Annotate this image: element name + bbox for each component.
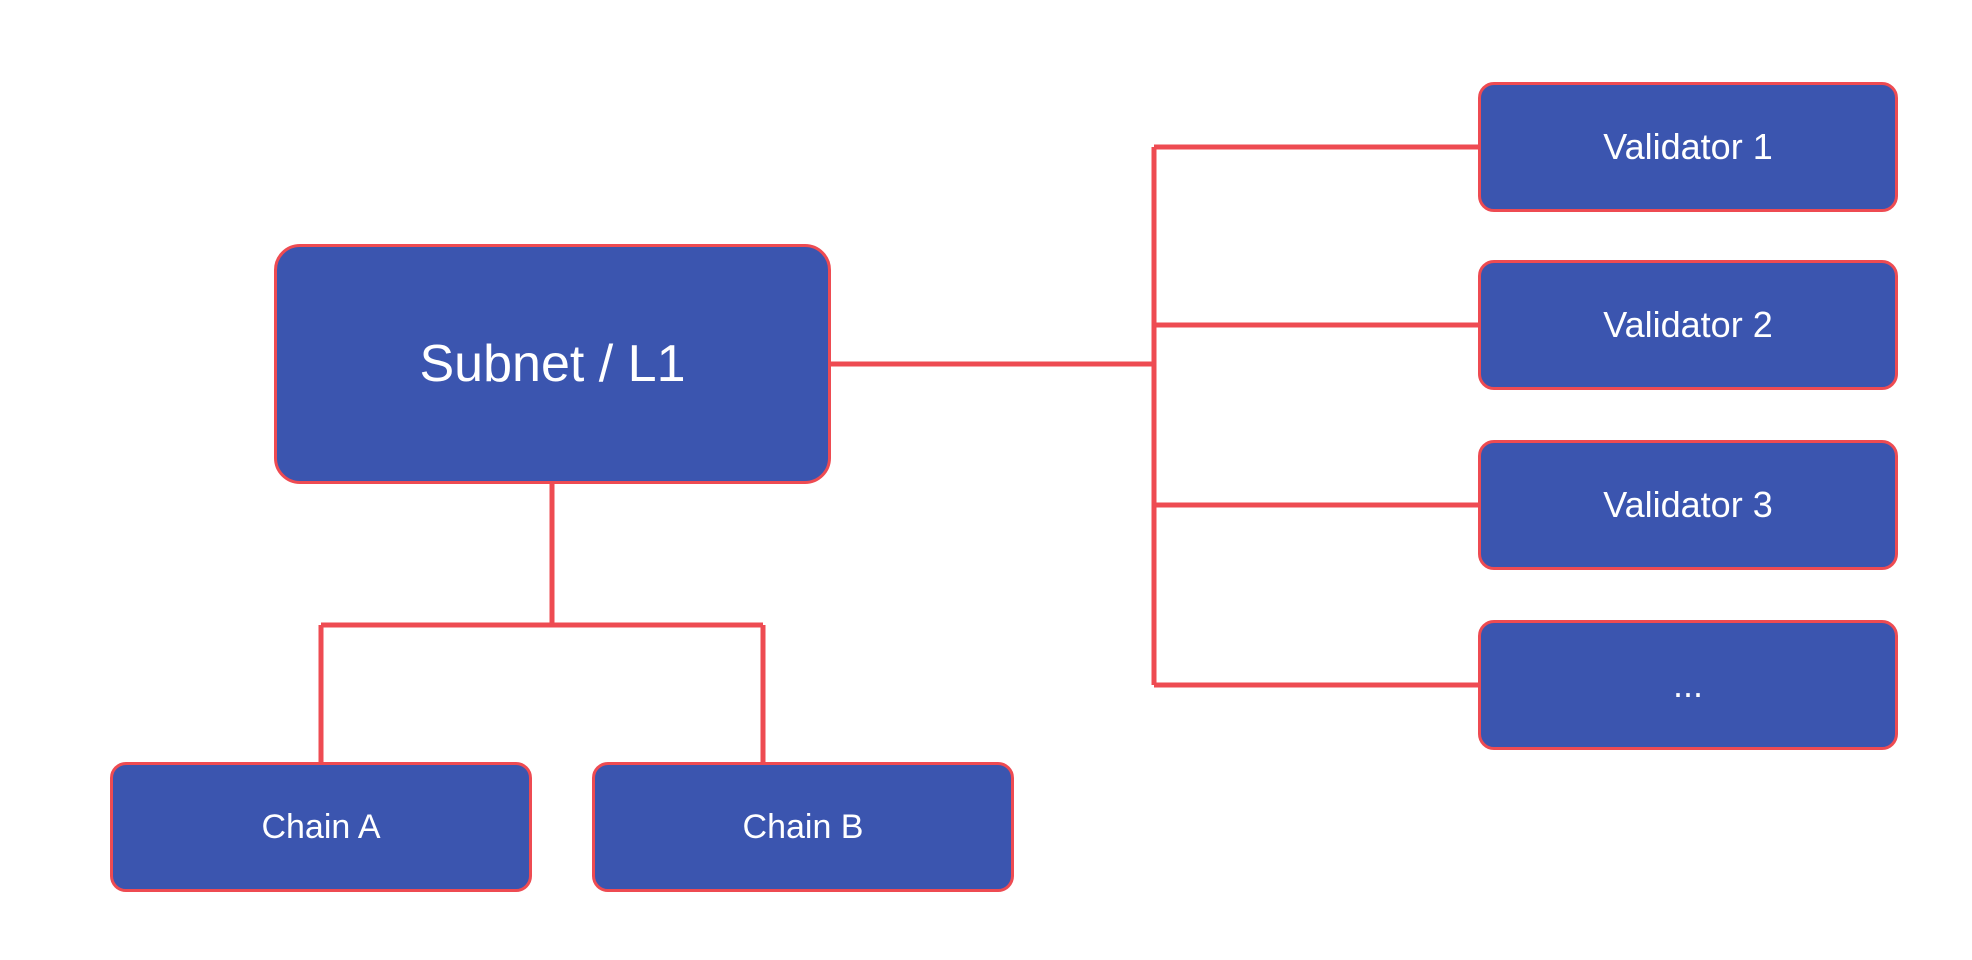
node-subnet-l1[interactable]: Subnet / L1 xyxy=(274,244,831,484)
node-chain-b[interactable]: Chain B xyxy=(592,762,1014,892)
node-chain-b-label: Chain B xyxy=(742,808,864,846)
node-validator-2[interactable]: Validator 2 xyxy=(1478,260,1898,390)
node-validator-3[interactable]: Validator 3 xyxy=(1478,440,1898,570)
node-subnet-l1-label: Subnet / L1 xyxy=(419,335,686,393)
node-validator-1[interactable]: Validator 1 xyxy=(1478,82,1898,212)
node-validator-3-label: Validator 3 xyxy=(1603,484,1773,525)
node-chain-a-label: Chain A xyxy=(261,808,381,846)
node-validator-more-label: ... xyxy=(1672,664,1703,705)
node-validator-2-label: Validator 2 xyxy=(1603,304,1773,345)
node-validator-more[interactable]: ... xyxy=(1478,620,1898,750)
node-validator-1-label: Validator 1 xyxy=(1603,126,1773,167)
node-chain-a[interactable]: Chain A xyxy=(110,762,532,892)
